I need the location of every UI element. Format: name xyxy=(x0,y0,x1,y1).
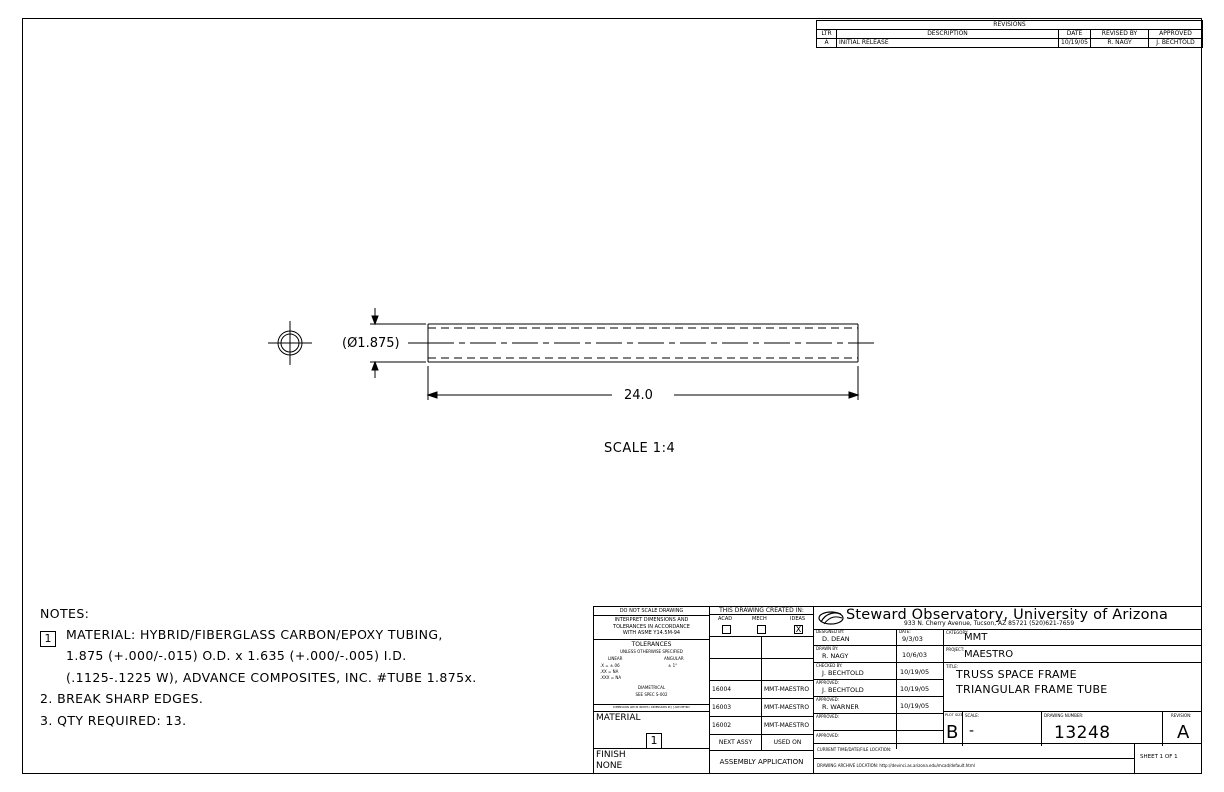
drawn-by-label: DRAWN BY: xyxy=(816,646,839,651)
revision-label: REVISION: xyxy=(1171,713,1192,718)
approved-4-label: APPROVED: xyxy=(816,733,840,738)
tolerances-title: TOLERANCES xyxy=(631,641,672,648)
do-not-scale: DO NOT SCALE DRAWING xyxy=(594,607,709,616)
revisions-table: REVISIONS LTR DESCRIPTION DATE REVISED B… xyxy=(815,20,1204,48)
approved-3-label: APPROVED: xyxy=(816,714,840,719)
title-line-1: TRUSS SPACE FRAME xyxy=(956,668,1077,681)
rev-approved: J. BECHTOLD xyxy=(1147,38,1204,48)
note-1-marker: 1 xyxy=(40,627,56,647)
dimensions-note: DIMENSIONS ARE IN INCHES / DIMENSIONS IN… xyxy=(594,705,709,712)
plot-size-label: PLOT SIZE xyxy=(945,713,963,717)
mech-label: MECH xyxy=(752,616,767,622)
plot-size: B xyxy=(946,722,959,743)
tol-x1: .X = ±.06 xyxy=(600,663,620,668)
tube-side-view xyxy=(427,323,876,363)
drawing-number: 13248 xyxy=(1054,723,1111,743)
tolerances-subtitle: UNLESS OTHERWISE SPECIFIED xyxy=(620,649,683,654)
note-1-line-1: MATERIAL: HYBRID/FIBERGLASS CARBON/EPOXY… xyxy=(66,627,443,642)
checked-by-label: CHECKED BY: xyxy=(816,663,843,668)
next-assy-2: 16003 xyxy=(709,698,762,717)
note-2: 2. BREAK SHARP EDGES. xyxy=(40,691,204,706)
category-label: CATEGORY: xyxy=(946,630,969,635)
note-1-line-3: (.1125-.1225 W), ADVANCE COMPOSITES, INC… xyxy=(66,670,477,685)
designed-date: 9/3/03 xyxy=(902,635,923,643)
approved-1-label: APPROVED: xyxy=(816,680,840,685)
finish-value: NONE xyxy=(596,761,623,771)
scale-field: - xyxy=(969,723,975,739)
current-location: CURRENT TIME/DATE/FILE LOCATION: xyxy=(817,747,892,752)
used-on-3: MMT-MAESTRO xyxy=(760,716,815,735)
assembly-application-label: ASSEMBLY APPLICATION xyxy=(708,750,815,774)
next-assy-1: 16004 xyxy=(709,680,762,699)
finish-label: FINISH xyxy=(596,750,626,760)
archive-location: DRAWING ARCHIVE LOCATION: http://devinci… xyxy=(817,763,975,768)
next-assy-3: 16002 xyxy=(709,716,762,735)
used-on-1: MMT-MAESTRO xyxy=(760,680,815,699)
title-line-2: TRIANGULAR FRAME TUBE xyxy=(956,683,1108,696)
project: MAESTRO xyxy=(964,649,1014,660)
designed-date-label: DATE: xyxy=(899,629,911,634)
notes-title: NOTES: xyxy=(40,606,90,621)
checked-date: 10/19/05 xyxy=(900,668,930,676)
note-3: 3. QTY REQUIRED: 13. xyxy=(40,713,187,728)
angular-label: ANGULAR xyxy=(664,656,684,661)
diameter-label: (Ø1.875) xyxy=(342,336,400,351)
next-assy-label: NEXT ASSY xyxy=(709,734,762,751)
linear-label: LINEAR xyxy=(608,656,623,661)
approved-1: J. BECHTOLD xyxy=(822,686,864,694)
note-1-line-2: 1.875 (+.000/-.015) O.D. x 1.635 (+.000/… xyxy=(66,648,407,663)
scale-label: SCALE 1:4 xyxy=(604,441,676,456)
sheet-number: SHEET 1 OF 1 xyxy=(1140,754,1178,760)
diameter-dimension xyxy=(370,308,428,378)
material-marker: 1 xyxy=(646,729,662,749)
tol-angular: ± 1° xyxy=(668,663,678,668)
approved-2: R. WARNER xyxy=(822,703,859,711)
scale-field-label: SCALE: xyxy=(965,713,980,718)
length-label: 24.0 xyxy=(624,388,653,403)
drawing-number-label: DRAWING NUMBER: xyxy=(1044,713,1084,718)
approved-2-date: 10/19/05 xyxy=(900,702,930,710)
see-spec: SEE SPEC S-002 xyxy=(635,692,668,697)
used-on-label: USED ON xyxy=(760,734,815,751)
assembly-table: THIS DRAWING CREATED IN: ACAD MECH IDEAS… xyxy=(708,606,815,774)
diametrical-label: DIAMETRICAL xyxy=(637,685,666,690)
acad-label: ACAD xyxy=(718,616,733,622)
designed-by: D. DEAN xyxy=(822,635,850,643)
end-view-circle xyxy=(268,321,312,365)
length-dimension xyxy=(426,366,860,400)
organization-name: Steward Observatory, University of Arizo… xyxy=(846,607,1169,623)
tol-x2: .XX = NA xyxy=(600,669,619,674)
revision: A xyxy=(1177,722,1190,743)
acad-checkbox xyxy=(722,625,731,634)
title-block: Steward Observatory, University of Arizo… xyxy=(813,606,1202,774)
tolerance-block: DO NOT SCALE DRAWING INTERPRET DIMENSION… xyxy=(593,606,710,774)
used-on-2: MMT-MAESTRO xyxy=(760,698,815,717)
approved-1-date: 10/19/05 xyxy=(900,685,930,693)
organization-address: 933 N. Cherry Avenue, Tucson, AZ 85721 (… xyxy=(904,620,1075,627)
tol-x3: .XXX = NA xyxy=(600,675,622,680)
interpret-line-1: INTERPRET DIMENSIONS AND xyxy=(614,617,689,623)
material-label: MATERIAL xyxy=(596,713,641,723)
category: MMT xyxy=(964,632,988,643)
drawn-by: R. NAGY xyxy=(822,652,849,660)
created-in-header: THIS DRAWING CREATED IN: xyxy=(708,606,815,615)
title-label: TITLE: xyxy=(946,664,959,669)
mech-checkbox xyxy=(757,625,766,634)
project-label: PROJECT: xyxy=(946,647,965,652)
ideas-label: IDEAS xyxy=(790,616,806,622)
designed-by-label: DESIGNED BY: xyxy=(816,629,845,634)
interpret-line-3: WITH ASME Y14.5M-94 xyxy=(622,630,681,636)
steward-logo-icon xyxy=(818,611,844,625)
interpret-line-2: TOLERANCES IN ACCORDANCE xyxy=(613,623,690,630)
ideas-checkbox: X xyxy=(794,625,803,634)
drawn-date: 10/6/03 xyxy=(902,651,928,659)
approved-2-label: APPROVED: xyxy=(816,697,840,702)
checked-by: J. BECHTOLD xyxy=(822,669,864,677)
